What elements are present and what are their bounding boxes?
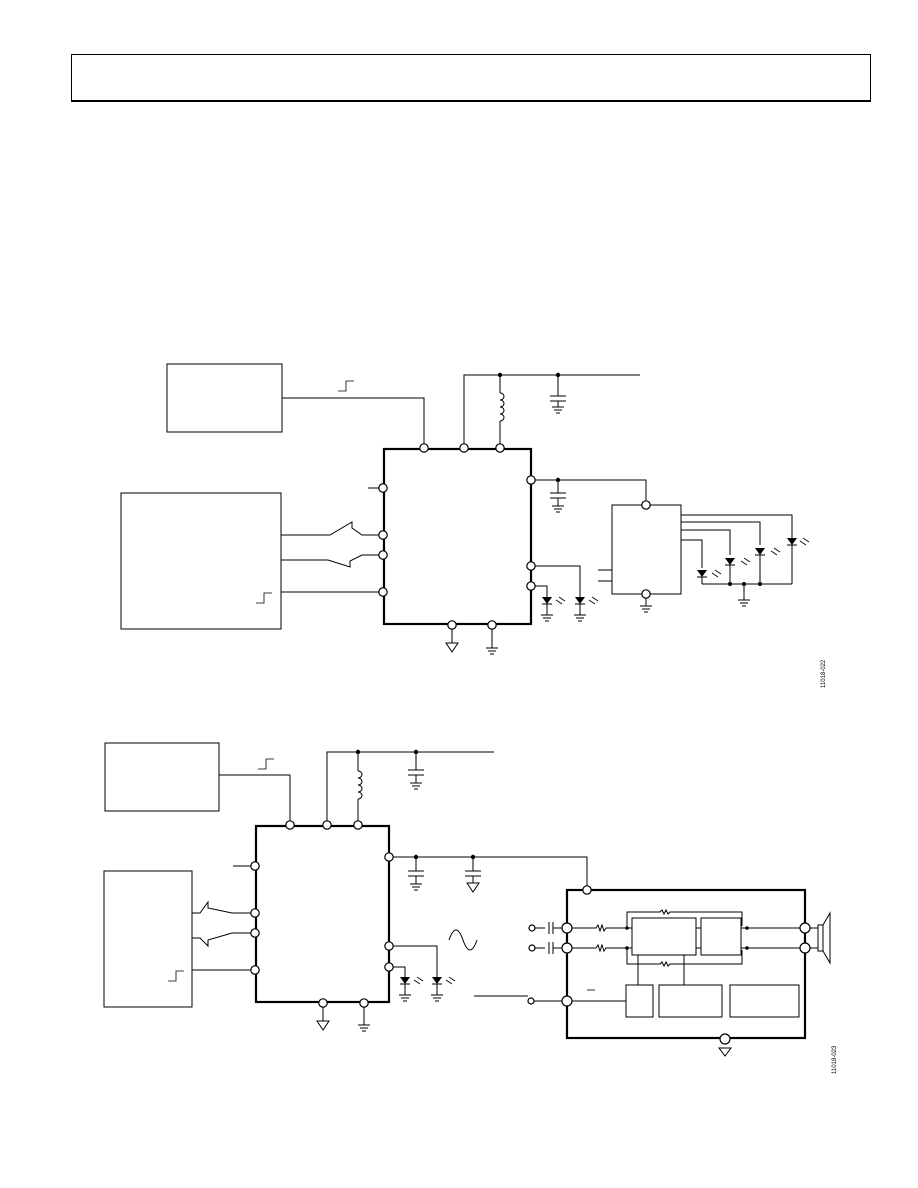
top-figure-code: 11018-022 — [821, 659, 827, 688]
top-indicator-leds — [541, 596, 599, 622]
diagram-top: 11018-022 — [120, 363, 827, 688]
top-led-driver-ic — [611, 504, 682, 595]
top-enable-step — [338, 380, 354, 392]
top-bus-wire-1 — [281, 521, 379, 536]
top-led-array — [697, 537, 810, 607]
bottom-audio-amp-ic — [565, 888, 807, 1040]
top-enable-wire — [282, 397, 425, 447]
bottom-processor-block — [103, 870, 193, 1008]
bottom-controller-block — [104, 742, 220, 812]
sine-wave-icon — [448, 929, 478, 951]
top-supply-capacitor — [550, 375, 566, 407]
audio-amp-internals — [474, 908, 811, 1057]
bottom-driver-ic — [254, 824, 391, 1004]
top-driver-ic — [382, 447, 533, 626]
page-header-frame — [71, 54, 871, 102]
bottom-inductor — [357, 770, 363, 800]
top-processor-block — [120, 492, 282, 630]
bottom-figure-code: 11018-023 — [832, 1045, 838, 1074]
top-output-wire — [535, 479, 647, 500]
top-inductor — [499, 392, 505, 422]
speaker-icon — [810, 911, 831, 965]
top-controller-block — [166, 363, 283, 433]
diagram-bottom: 11018-023 — [103, 742, 838, 1074]
top-bus-wire-2 — [281, 554, 379, 568]
top-irq-step — [256, 592, 272, 604]
top-supply-rail — [463, 374, 640, 447]
